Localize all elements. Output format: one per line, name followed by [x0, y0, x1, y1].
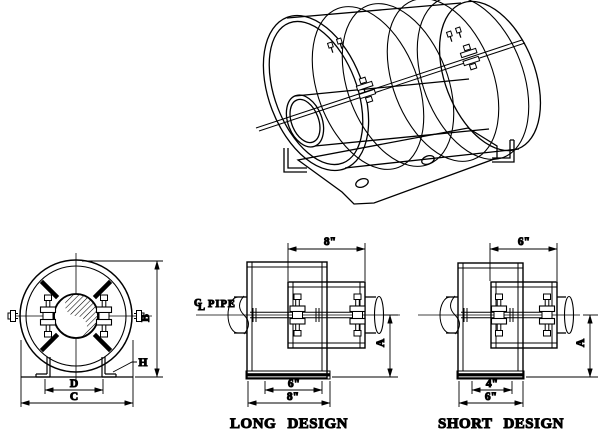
centerline-c: C — [194, 298, 202, 309]
pipe — [439, 295, 575, 335]
front-view: B H D C — [7, 253, 163, 407]
dim-label-c: C — [70, 391, 78, 403]
isometric-view — [255, 0, 542, 205]
pipe-section-hatched — [53, 293, 99, 339]
clamp-lug — [289, 293, 306, 337]
dim-label-base-outer: 8" — [287, 391, 299, 403]
clamp-lug — [490, 293, 508, 337]
long-dimensions — [247, 243, 398, 407]
clamp-shell — [245, 261, 331, 380]
dim-label-band-width: 8" — [324, 236, 336, 248]
spokes — [39, 279, 113, 353]
shell-outer-circle — [19, 259, 133, 373]
dim-label-d: D — [70, 378, 78, 390]
view-title-short: SHORT DESIGN — [438, 416, 564, 432]
centerline-symbol-icon: C L — [194, 298, 206, 314]
bolt-icon — [454, 26, 464, 40]
dim-label-base-inner: 6" — [288, 378, 300, 390]
tie-rod — [461, 308, 552, 322]
centerline-l: L — [198, 302, 205, 313]
base-foot-left — [283, 148, 307, 173]
dim-label-a: A — [375, 338, 387, 347]
short-dimensions — [458, 243, 598, 407]
clamp-lug — [95, 294, 113, 338]
dim-label-band-width: 6" — [518, 236, 530, 248]
dim-label-base-inner: 4" — [486, 378, 498, 390]
tie-rod — [255, 39, 526, 132]
long-design-view: 8" 6" 8" A C L PIPE LONG DESIGN — [194, 236, 400, 433]
pipe-stub — [285, 78, 490, 148]
dim-label-base-outer: 6" — [485, 391, 497, 403]
bolt-icon — [445, 30, 455, 44]
clamp-lug — [349, 293, 366, 337]
base-foot-right — [492, 139, 515, 163]
short-design-view: 6" 4" 6" A SHORT DESIGN — [418, 236, 598, 433]
dim-label-a: A — [575, 338, 587, 347]
support-feet — [21, 357, 133, 378]
clamp-shell — [456, 262, 525, 380]
dim-label-b: B — [140, 314, 152, 322]
dim-label-h: H — [139, 357, 148, 369]
cylinder-shell — [262, 0, 542, 172]
tie-rod — [250, 308, 360, 322]
clamp-lug — [39, 294, 57, 338]
pipe-label: PIPE — [208, 299, 236, 310]
clamp-lug — [353, 74, 379, 106]
front-dimensions — [20, 260, 163, 407]
view-title-long: LONG DESIGN — [230, 416, 348, 432]
base-plate — [283, 127, 515, 205]
shell-inner-circle — [25, 265, 127, 367]
